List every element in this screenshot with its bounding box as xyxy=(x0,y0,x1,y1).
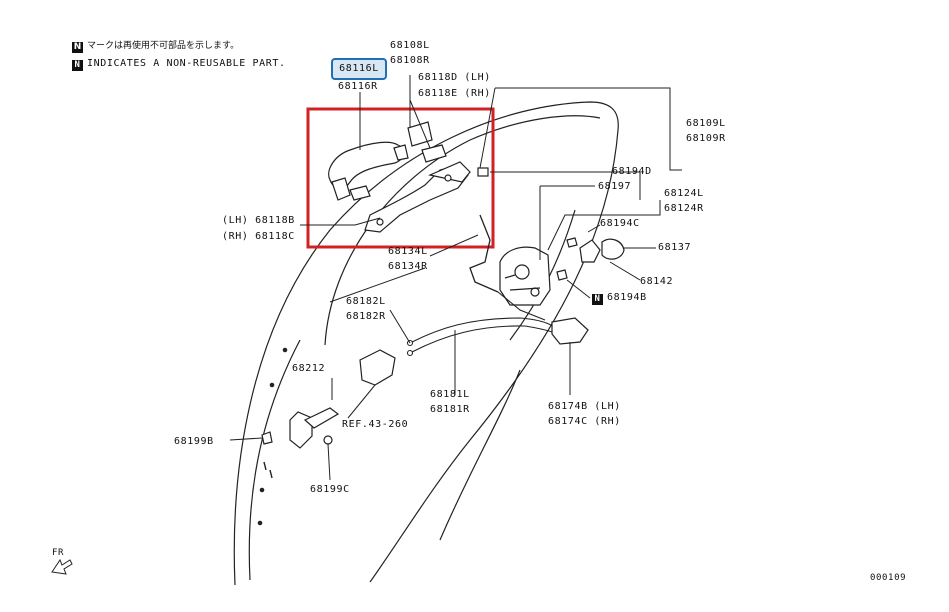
leader-lines xyxy=(229,75,682,481)
part-68109R[interactable]: 68109R xyxy=(686,133,726,144)
note-jp-text: マークは再使用不可部品を示します。 xyxy=(87,41,240,51)
ref-part xyxy=(359,349,396,386)
ref-43-260[interactable]: REF.43-260 xyxy=(342,419,409,430)
part-68199B[interactable]: 68199B xyxy=(174,436,214,447)
lock-rod xyxy=(469,214,499,293)
highlight-box xyxy=(306,107,495,249)
latch-assembly xyxy=(499,246,551,306)
part-68134L[interactable]: 68134L xyxy=(388,246,428,257)
note-jp: N マークは再使用不可部品を示します。 xyxy=(72,40,239,53)
part-68116R[interactable]: 68116R xyxy=(338,81,378,92)
note-en-text: INDICATES A NON-REUSABLE PART. xyxy=(87,58,286,69)
door-dashes xyxy=(257,347,288,526)
door-check xyxy=(261,407,340,449)
non-reusable-icon: N xyxy=(72,42,83,53)
part-68137[interactable]: 68137 xyxy=(658,242,692,253)
part-68194B-text: 68194B xyxy=(607,292,647,303)
part-68174C[interactable]: 68174C (RH) xyxy=(548,416,621,427)
part-68181R[interactable]: 68181R xyxy=(430,404,470,415)
non-reusable-icon: N xyxy=(592,294,603,305)
part-68194C[interactable]: 68194C xyxy=(600,218,640,229)
part-68181L[interactable]: 68181L xyxy=(430,389,470,400)
part-68182R[interactable]: 68182R xyxy=(346,311,386,322)
part-68108R[interactable]: 68108R xyxy=(390,55,430,66)
part-68212[interactable]: 68212 xyxy=(292,363,326,374)
part-68118C[interactable]: (RH) 68118C xyxy=(222,231,295,242)
part-68199C[interactable]: 68199C xyxy=(310,484,350,495)
part-68109L[interactable]: 68109L xyxy=(686,118,726,129)
fr-label: FR xyxy=(52,548,65,558)
part-68182L[interactable]: 68182L xyxy=(346,296,386,307)
part-68194D[interactable]: 68194D xyxy=(612,166,652,177)
handle-caps xyxy=(349,121,447,201)
fr-arrow-icon xyxy=(51,558,73,575)
diagram-code: 000109 xyxy=(870,573,907,583)
part-68108L[interactable]: 68108L xyxy=(390,40,430,51)
outside-handle xyxy=(328,141,409,201)
part-68197[interactable]: 68197 xyxy=(598,181,632,192)
note-en: N INDICATES A NON-REUSABLE PART. xyxy=(72,58,286,71)
part-68116L-selected[interactable]: 68116L xyxy=(331,58,387,80)
part-68124R[interactable]: 68124R xyxy=(664,203,704,214)
part-68118B[interactable]: (LH) 68118B xyxy=(222,215,295,226)
handle-frame xyxy=(364,161,471,233)
small-parts xyxy=(477,167,625,281)
cable-bracket xyxy=(551,317,589,345)
part-68194B[interactable]: N 68194B xyxy=(592,292,647,305)
part-68134R[interactable]: 68134R xyxy=(388,261,428,272)
part-68118E[interactable]: 68118E (RH) xyxy=(418,88,491,99)
non-reusable-icon: N xyxy=(72,60,83,71)
part-68142[interactable]: 68142 xyxy=(640,276,674,287)
part-68124L[interactable]: 68124L xyxy=(664,188,704,199)
part-68118D[interactable]: 68118D (LH) xyxy=(418,72,491,83)
part-68174B[interactable]: 68174B (LH) xyxy=(548,401,621,412)
